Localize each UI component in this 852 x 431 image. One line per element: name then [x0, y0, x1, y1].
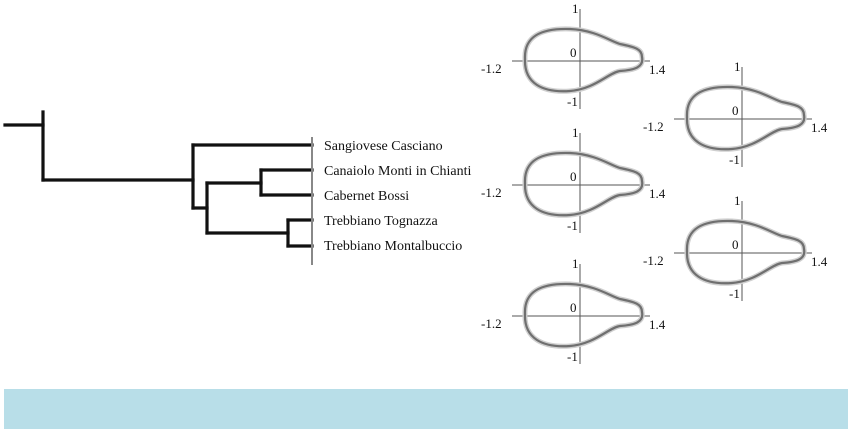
taxon-label-trebbiano-montalbuccio: Trebbiano Montalbuccio	[324, 239, 462, 254]
shape-plots: -1.2 1.4 1 -1 0 -1.2 1.4 1 -1 0 -1.2 1.4 1 -1 0 -1.2 1.4…	[481, 1, 828, 364]
shape-outline	[523, 282, 644, 348]
tick-label-origin: 0	[732, 237, 739, 252]
shape-plot-3: -1.2 1.4 1 -1 0	[481, 125, 666, 233]
dendrogram	[3, 110, 314, 265]
footer-bar	[4, 389, 848, 429]
tick-label-y-max: 1	[734, 193, 741, 208]
shape-outline	[685, 85, 806, 151]
tick-label-y-min: -1	[729, 152, 740, 167]
tick-label-y-max: 1	[572, 1, 579, 16]
tick-label-x-min: -1.2	[481, 185, 502, 200]
tick-label-origin: 0	[570, 300, 577, 315]
taxon-label-trebbiano-tognazza: Trebbiano Tognazza	[324, 214, 439, 229]
tick-label-x-min: -1.2	[481, 316, 502, 331]
tick-label-x-max: 1.4	[649, 186, 666, 201]
taxon-label-cabernet: Cabernet Bossi	[324, 189, 409, 204]
tick-label-x-min: -1.2	[643, 253, 664, 268]
shape-outline-halo	[522, 26, 645, 94]
tick-label-origin: 0	[570, 169, 577, 184]
shape-plot-2: -1.2 1.4 1 -1 0	[643, 59, 828, 167]
shape-outline-halo	[684, 84, 807, 152]
tick-label-x-min: -1.2	[643, 119, 664, 134]
tick-label-x-max: 1.4	[649, 317, 666, 332]
shape-outline	[523, 27, 644, 93]
tick-label-x-max: 1.4	[811, 120, 828, 135]
tick-label-y-min: -1	[567, 94, 578, 109]
taxon-labels: Sangiovese Casciano Canaiolo Monti in Ch…	[324, 139, 471, 254]
tick-label-x-min: -1.2	[481, 61, 502, 76]
tick-label-y-min: -1	[567, 218, 578, 233]
shape-outline-halo	[522, 150, 645, 218]
tick-label-x-max: 1.4	[811, 254, 828, 269]
tick-label-origin: 0	[570, 45, 577, 60]
taxon-label-canaiolo: Canaiolo Monti in Chianti	[324, 164, 471, 179]
tick-label-y-min: -1	[729, 286, 740, 301]
shape-plot-5: -1.2 1.4 1 -1 0	[481, 256, 666, 364]
taxon-label-sangiovese: Sangiovese Casciano	[324, 139, 443, 154]
shape-outline-halo	[684, 218, 807, 286]
shape-plot-4: -1.2 1.4 1 -1 0	[643, 193, 828, 301]
shape-outline	[685, 219, 806, 285]
tick-label-y-min: -1	[567, 349, 578, 364]
shape-plot-1: -1.2 1.4 1 -1 0	[481, 1, 666, 109]
shape-outline-halo	[522, 281, 645, 349]
shape-outline	[523, 151, 644, 217]
tick-label-y-max: 1	[734, 59, 741, 74]
tick-label-x-max: 1.4	[649, 62, 666, 77]
tick-label-origin: 0	[732, 103, 739, 118]
tick-label-y-max: 1	[572, 256, 579, 271]
tick-label-y-max: 1	[572, 125, 579, 140]
